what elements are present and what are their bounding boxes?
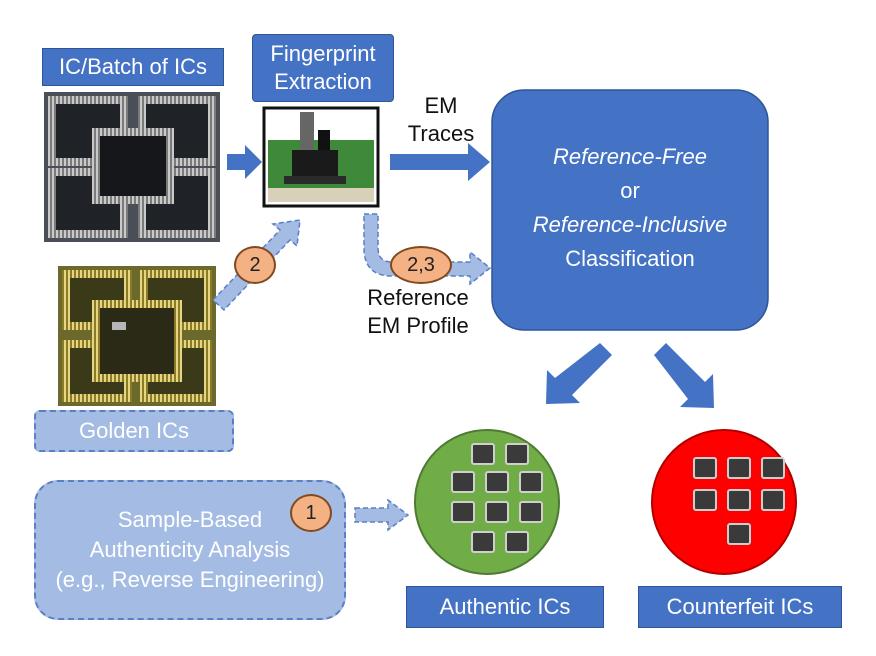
step-badge-golden: 2 <box>234 246 276 284</box>
solid-arrows <box>227 143 714 408</box>
fingerprint-setup-image <box>262 106 380 208</box>
golden-ics-image <box>58 266 216 406</box>
authentic-ics-circle <box>414 429 560 575</box>
classification-box-shape <box>491 89 769 331</box>
counterfeit-ics-label: Counterfeit ICs <box>638 586 842 628</box>
fingerprint-extraction-label: Fingerprint Extraction <box>252 34 394 102</box>
ic-batch-label: IC/Batch of ICs <box>42 48 224 86</box>
counterfeit-ics-circle <box>651 429 797 575</box>
ic-batch-image <box>44 92 220 242</box>
authentic-ics-label: Authentic ICs <box>406 586 604 628</box>
em-traces-label: EM Traces <box>407 93 475 146</box>
golden-ics-label: Golden ICs <box>34 410 234 452</box>
classification-label: Reference-Free or Reference-Inclusive Cl… <box>532 144 728 271</box>
reference-em-profile-label: Reference EM Profile <box>367 285 469 338</box>
step-badge-sample: 1 <box>290 494 332 532</box>
step-badge-reference: 2,3 <box>390 246 452 284</box>
